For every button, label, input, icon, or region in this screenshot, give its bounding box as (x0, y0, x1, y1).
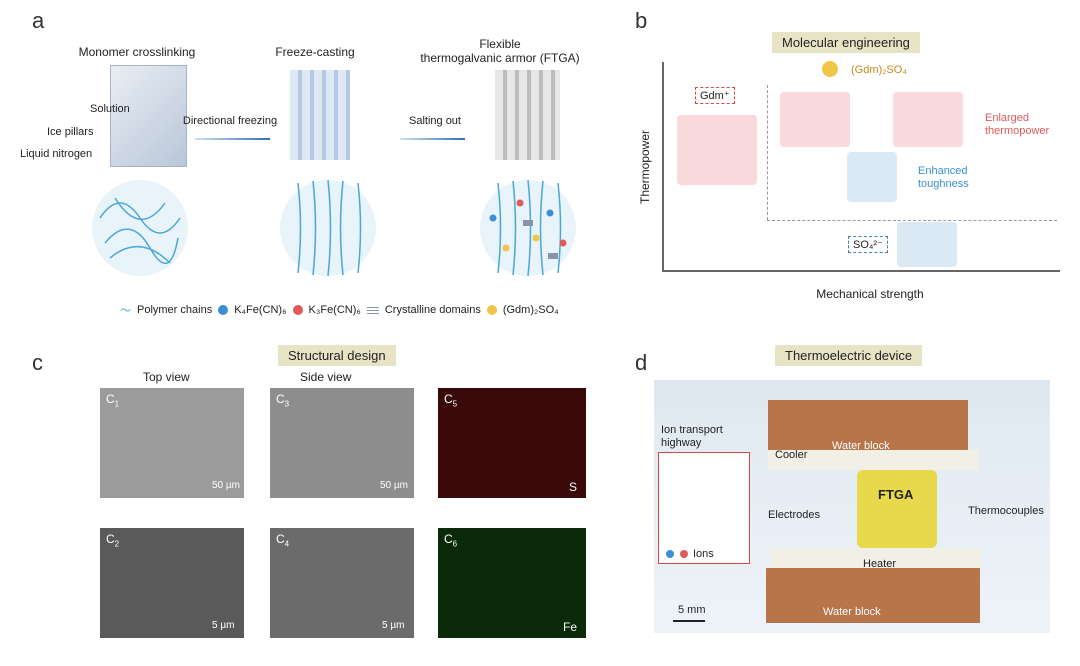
enlarged-line2: thermopower (985, 125, 1050, 137)
sem-c3 (270, 388, 414, 498)
sulfate-structure (897, 222, 957, 267)
electrodes-label: Electrodes (768, 509, 820, 521)
gdm-structure (677, 115, 757, 185)
scale-5mm: 5 mm (678, 604, 706, 616)
gdm-ion-label: Gdm⁺ (695, 87, 735, 104)
scale-c3: 50 µm (380, 480, 408, 491)
water-block-top-label: Water block (832, 440, 890, 452)
enhanced-line1: Enhanced (918, 165, 968, 177)
sem-c1 (100, 388, 244, 498)
panel-a-legend: 〜 Polymer chains K₄Fe(CN)₆ K₃Fe(CN)₆ Cry… (120, 302, 559, 318)
eds-fe-map (438, 528, 586, 638)
sem-c2 (100, 528, 244, 638)
scale-c4: 5 µm (382, 620, 405, 631)
gdm-dot-icon (486, 305, 497, 315)
ice-pillars-label: Ice pillars (47, 126, 94, 138)
step-monomer-crosslinking: Monomer crosslinking (78, 45, 196, 59)
panel-b-title: Molecular engineering (772, 32, 920, 53)
dashed-vertical (767, 85, 769, 220)
c1-label: C1 (106, 392, 120, 409)
top-water-block (768, 400, 968, 450)
panel-a-label: a (32, 8, 45, 33)
arrow1 (195, 138, 270, 140)
so4-ion-label: SO₄²⁻ (848, 236, 888, 253)
scale-bar (673, 620, 705, 622)
crystal-icon (366, 306, 379, 314)
k3-dot-icon (292, 305, 303, 315)
gdm-structure-left (780, 92, 850, 147)
solution-container (110, 65, 187, 167)
k4-dot-icon (218, 305, 229, 315)
x-axis-label: Mechanical strength (816, 287, 924, 301)
eds-s-map (438, 388, 586, 498)
legend-k4: K₄Fe(CN)₆ (234, 304, 287, 316)
arrow1-label: Directional freezing (182, 115, 278, 127)
cooler-plate (768, 450, 978, 470)
polymer-chain-icon: 〜 (120, 305, 131, 317)
ion-blue-icon (666, 550, 674, 558)
gdm-sulfate-label: (Gdm)₂SO₄ (851, 64, 907, 76)
heater-plate (770, 548, 980, 568)
bottom-water-block (766, 568, 980, 623)
liquid-nitrogen-label: Liquid nitrogen (20, 148, 93, 160)
ftga-structure-circle (480, 179, 576, 277)
panel-c-label: c (32, 350, 43, 375)
ftga-block (495, 70, 560, 160)
enlarged-line1: Enlarged (985, 112, 1030, 124)
c6-label: C6 (444, 532, 458, 549)
panel-d-label: d (635, 350, 648, 375)
gdm-sulfate-dot-icon (822, 61, 838, 77)
legend-gdm: (Gdm)₂SO₄ (502, 304, 559, 316)
element-fe: Fe (563, 620, 578, 634)
scale-c1: 50 µm (212, 480, 240, 491)
ion-highway-inset (658, 452, 750, 564)
freeze-cast-block (290, 70, 350, 160)
ftga-sample (857, 470, 937, 548)
legend-k3: K₃Fe(CN)₆ (308, 304, 361, 316)
ion-transport-line2: highway (661, 437, 702, 449)
panel-c-title: Structural design (278, 345, 396, 366)
water-block-bottom-label: Water block (823, 606, 881, 618)
panel-b-label: b (635, 8, 648, 33)
legend-polymer: Polymer chains (137, 304, 213, 316)
step-ftga-line1: Flexible (479, 37, 521, 51)
polymer-network-circle (92, 180, 188, 276)
c4-label: C4 (276, 532, 290, 549)
element-s: S (569, 480, 578, 494)
dashed-horizontal (767, 220, 1057, 222)
legend-crystal: Crystalline domains (384, 304, 481, 316)
side-view-label: Side view (300, 370, 352, 384)
gdm-structure-right (893, 92, 963, 147)
ion-transport-line1: Ion transport (661, 424, 723, 436)
ftga-label: FTGA (878, 487, 914, 502)
c2-label: C2 (106, 532, 120, 549)
cooler-label: Cooler (775, 449, 808, 461)
ions-label: Ions (693, 548, 714, 560)
x-axis (662, 270, 1060, 272)
heater-label: Heater (863, 558, 897, 570)
thermocouples-label: Thermocouples (968, 505, 1044, 517)
step-ftga-line2: thermogalvanic armor (FTGA) (420, 51, 580, 65)
scale-c2: 5 µm (212, 620, 235, 631)
top-view-label: Top view (143, 370, 190, 384)
solution-label: Solution (90, 103, 130, 115)
arrow2-label: Salting out (409, 115, 461, 127)
aligned-polymer-circle (280, 179, 376, 277)
c3-label: C3 (276, 392, 290, 409)
step-freeze-casting: Freeze-casting (275, 45, 355, 59)
sulfate-center (847, 152, 897, 202)
panel-d-title: Thermoelectric device (775, 345, 923, 366)
y-axis-label: Thermopower (638, 129, 653, 205)
y-axis (662, 62, 664, 272)
c5-label: C5 (444, 392, 458, 409)
enhanced-line2: toughness (918, 178, 969, 190)
arrow2 (400, 138, 465, 140)
sem-c4 (270, 528, 414, 638)
ion-red-icon (680, 550, 688, 558)
